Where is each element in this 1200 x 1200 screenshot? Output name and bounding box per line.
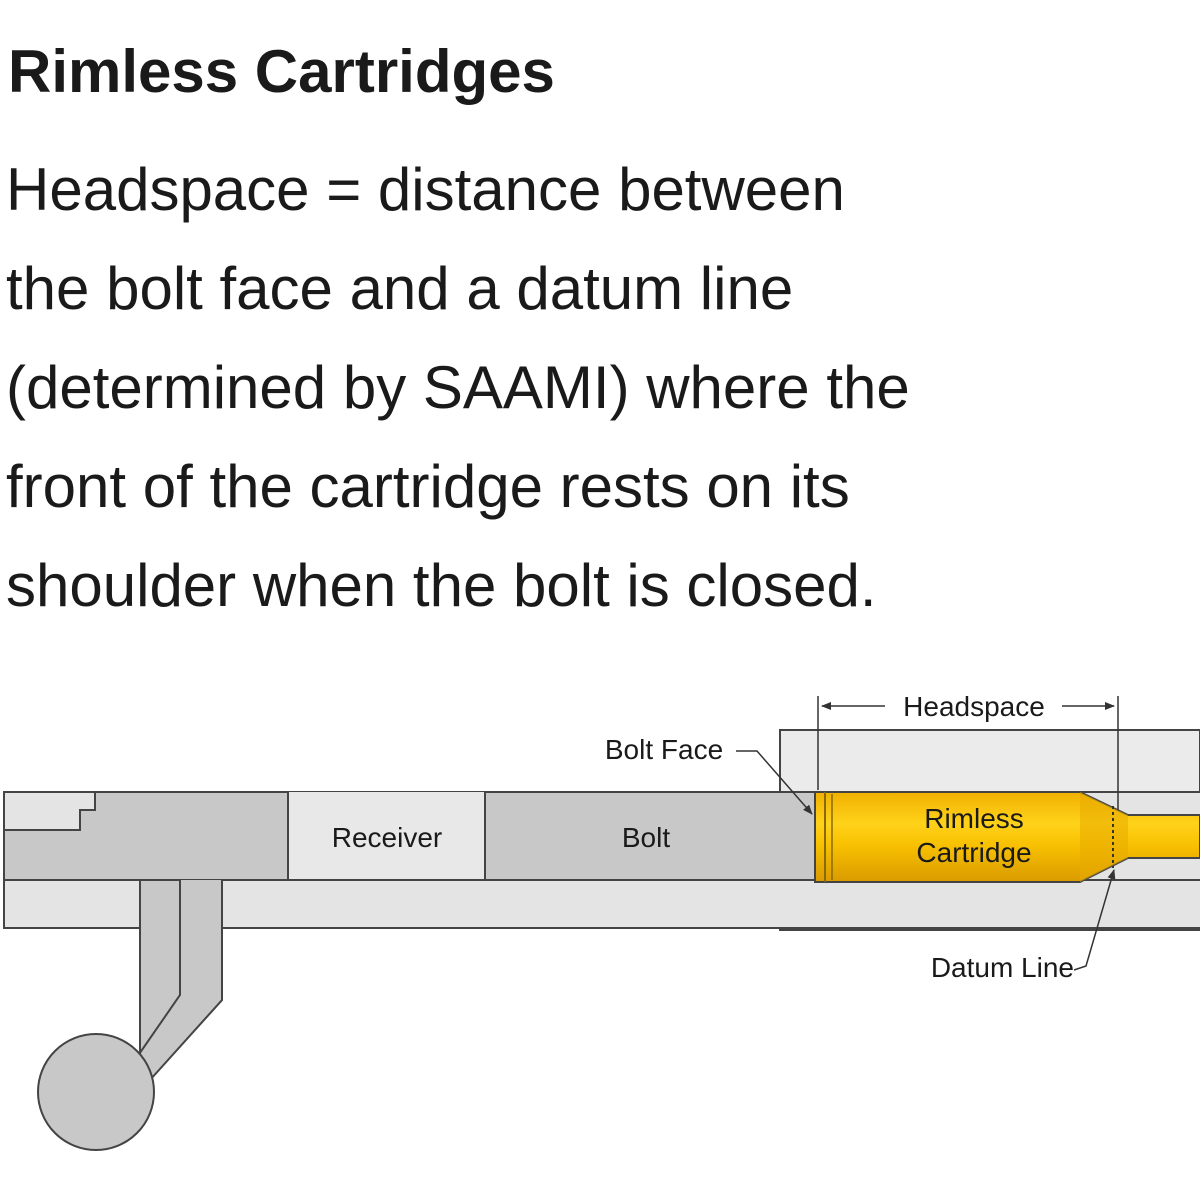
bolt-handle	[3, 791, 289, 1069]
bolt-knob	[37, 1033, 155, 1151]
receiver-label: Receiver	[332, 822, 442, 853]
definition-line: shoulder when the bolt is closed.	[6, 552, 877, 619]
definition-text: Headspace = distance between the bolt fa…	[6, 140, 910, 635]
headspace-label: Headspace	[903, 691, 1045, 722]
bolt-body	[484, 791, 816, 881]
definition-line: Headspace = distance between	[6, 156, 845, 223]
bolt-label: Bolt	[622, 822, 670, 853]
definition-line: front of the cartridge rests on its	[6, 453, 850, 520]
bolt-handle-outline	[134, 880, 223, 1081]
rimless-cartridge	[814, 791, 1200, 883]
definition-line: the bolt face and a datum line	[6, 255, 794, 322]
page-title: Rimless Cartridges	[8, 38, 555, 105]
receiver-panel	[288, 792, 484, 880]
definition-line: (determined by SAAMI) where the	[6, 354, 910, 421]
datum-line-label: Datum Line	[931, 952, 1074, 983]
cartridge-label-line2: Cartridge	[916, 837, 1031, 868]
bolt-handle-stem	[135, 880, 222, 1080]
bolt-face-label: Bolt Face	[605, 734, 723, 765]
bolt-face-leader	[736, 750, 813, 815]
datum-line-leader	[1073, 869, 1116, 971]
cartridge-label-line1: Rimless	[924, 803, 1024, 834]
